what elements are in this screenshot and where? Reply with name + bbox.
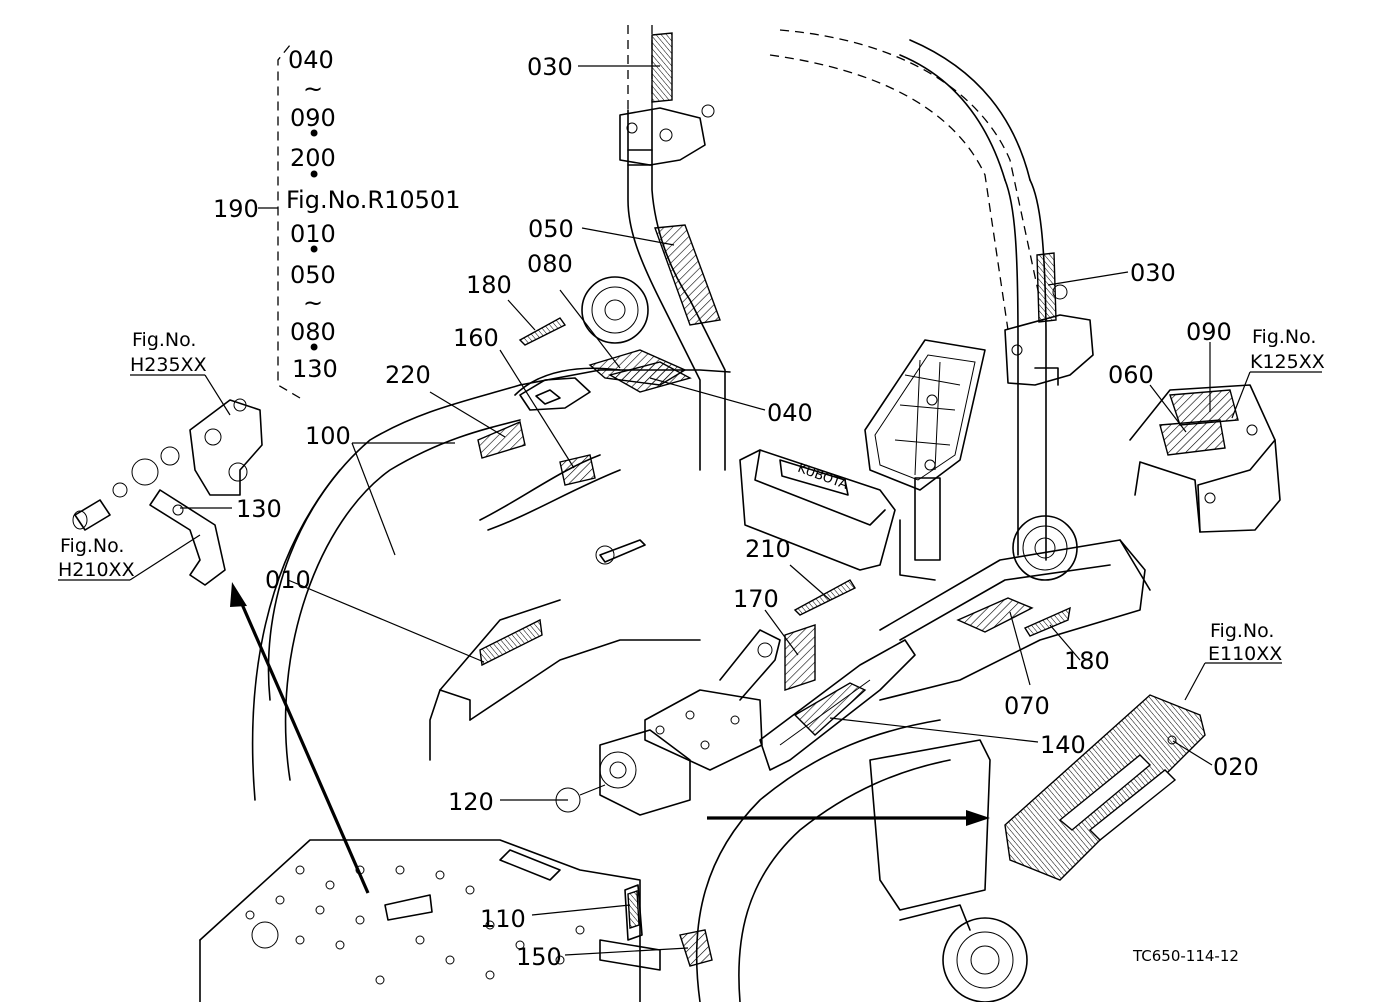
hydraulic-fittings [72,398,263,586]
label-180-right: 180 [1064,647,1110,675]
decals [477,32,1239,736]
label-180-top: 180 [466,271,512,299]
label-040: 040 [767,399,813,427]
direction-arrows [230,582,990,894]
label-160: 160 [453,324,499,352]
fig-h235-title: Fig.No. [132,329,196,351]
figure-references: Fig.No. H235XX Fig.No. H210XX Fig.No. K1… [58,326,1325,665]
floor-holes [245,865,585,985]
label-080: 080 [527,250,573,278]
label-140: 140 [1040,731,1086,759]
decal-070 [956,597,1034,633]
fig-e110-title: Fig.No. [1210,620,1274,642]
bracket-item: ~ [303,289,323,317]
label-050: 050 [528,215,574,243]
label-030-right: 030 [1130,259,1176,287]
label-210: 210 [745,535,791,563]
decal-060 [1159,419,1226,456]
part-labels: 030 030 050 080 180 160 220 040 100 130 … [213,53,1259,971]
leader-lines [58,44,1322,956]
label-010: 010 [265,566,311,594]
bracket-item: • [307,120,321,148]
label-150: 150 [516,943,562,971]
decal-180-left [518,317,567,346]
decal-010 [479,618,543,667]
bracket-item: 200 [290,144,336,172]
bracket-item: Fig.No.R10501 [286,186,460,214]
bracket-item: 080 [290,318,336,346]
label-170: 170 [733,585,779,613]
decal-030-right [1036,252,1057,323]
fig-h210-code: H210XX [58,559,135,581]
decal-040 [608,361,692,393]
label-060: 060 [1108,361,1154,389]
decal-180-right [1023,606,1071,637]
bracket-list: 040 ~ 090 • 200 • Fig.No.R10501 010 • 05… [286,46,460,383]
label-030-top: 030 [527,53,573,81]
fig-k125-title: Fig.No. [1252,326,1316,348]
bracket-item: ~ [303,75,323,103]
label-100: 100 [305,422,351,450]
fig-h210-title: Fig.No. [60,535,124,557]
label-120: 120 [448,788,494,816]
bracket-item: • [307,334,321,362]
decal-220 [477,421,526,459]
decal-170 [784,624,816,691]
bracket-item: • [307,161,321,189]
label-110: 110 [480,905,526,933]
arrow-to-hydraulic [236,594,370,894]
decal-030-left [651,32,673,103]
label-220: 220 [385,361,431,389]
drawing-code: TC650-114-12 [1132,947,1239,965]
label-190: 190 [213,195,259,223]
fig-k125-code: K125XX [1250,351,1325,373]
decal-050 [654,224,721,326]
bracket-item: 040 [288,46,334,74]
bracket-item: 130 [292,355,338,383]
label-070: 070 [1004,692,1050,720]
bracket-item: 090 [290,104,336,132]
step-plate-e110 [1004,694,1206,881]
decal-160 [559,454,596,486]
label-130: 130 [236,495,282,523]
fig-e110-code: E110XX [1208,643,1282,665]
machine-outline: KUBOTA [199,25,1151,1003]
fig-h235-code: H235XX [130,354,207,376]
bracket-item: 010 [290,220,336,248]
label-020: 020 [1213,753,1259,781]
decal-210 [793,579,857,616]
decal-090 [1169,389,1239,426]
decal-140 [793,682,867,736]
bracket-item: • [307,236,321,264]
bracket-item: 050 [290,261,336,289]
label-090: 090 [1186,318,1232,346]
